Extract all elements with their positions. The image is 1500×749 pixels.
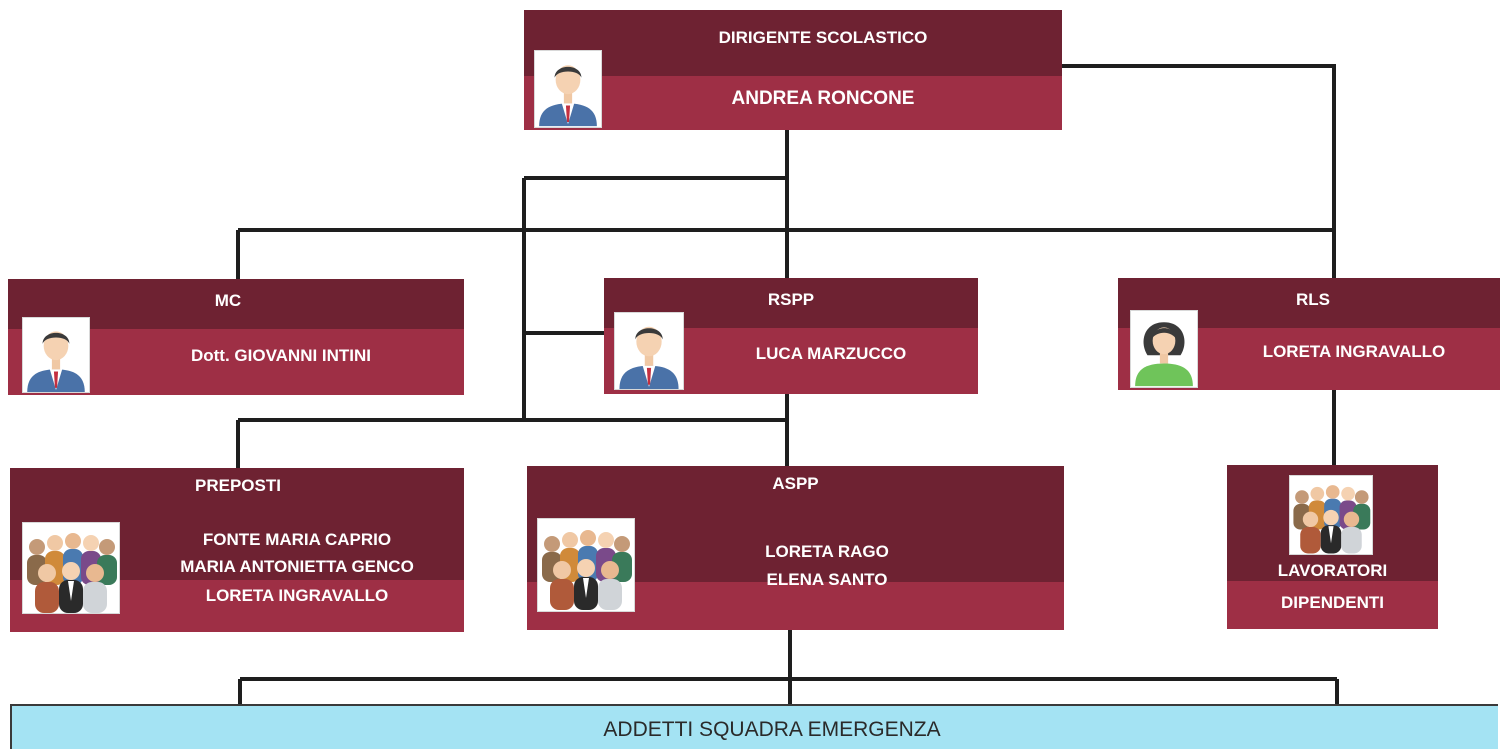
mc-name: Dott. GIOVANNI INTINI — [190, 346, 372, 365]
group-icon — [1289, 475, 1373, 555]
aspp-name-1: LORETA RAGO — [765, 542, 889, 561]
rls-role: RLS — [1296, 290, 1330, 309]
mc-box: MC Dott. GIOVANNI INTINI — [8, 279, 464, 395]
male-avatar-icon — [22, 317, 90, 393]
rspp-name: LUCA MARZUCCO — [755, 344, 907, 363]
rls-name: LORETA INGRAVALLO — [1262, 342, 1446, 361]
aspp-role: ASPP — [772, 474, 819, 493]
lavoratori-box: LAVORATORI DIPENDENTI — [1227, 465, 1438, 629]
emergenza-title: ADDETTI SQUADRA EMERGENZA — [603, 718, 941, 741]
preposti-name-2: MARIA ANTONIETTA GENCO — [180, 557, 414, 576]
aspp-box: ASPP LORETA RAGO ELENA SANTO — [527, 466, 1064, 630]
connector — [1062, 64, 1336, 278]
emergenza-bar: ADDETTI SQUADRA EMERGENZA — [10, 704, 1498, 749]
lavoratori-line1: LAVORATORI — [1277, 561, 1388, 580]
male-avatar-icon — [614, 312, 684, 390]
preposti-name-1: FONTE MARIA CAPRIO — [202, 530, 392, 549]
rspp-role: RSPP — [767, 290, 815, 309]
group-icon — [537, 518, 635, 612]
mc-role: MC — [214, 291, 242, 310]
preposti-box: PREPOSTI FONTE MARIA CAPRIO MARIA ANTONI… — [10, 468, 464, 632]
group-icon — [22, 522, 120, 614]
dirigente-role: DIRIGENTE SCOLASTICO — [718, 28, 928, 47]
dirigente-box: DIRIGENTE SCOLASTICO ANDREA RONCONE — [524, 10, 1062, 130]
rls-box: RLS LORETA INGRAVALLO — [1118, 278, 1500, 390]
preposti-name-3: LORETA INGRAVALLO — [205, 586, 389, 605]
aspp-name-2: ELENA SANTO — [766, 570, 888, 589]
female-avatar-icon — [1130, 310, 1198, 388]
preposti-role: PREPOSTI — [195, 476, 281, 495]
rspp-box: RSPP LUCA MARZUCCO — [604, 278, 978, 394]
male-avatar-icon — [534, 50, 602, 128]
dirigente-name: ANDREA RONCONE — [731, 88, 915, 109]
lavoratori-line2: DIPENDENTI — [1281, 593, 1384, 612]
